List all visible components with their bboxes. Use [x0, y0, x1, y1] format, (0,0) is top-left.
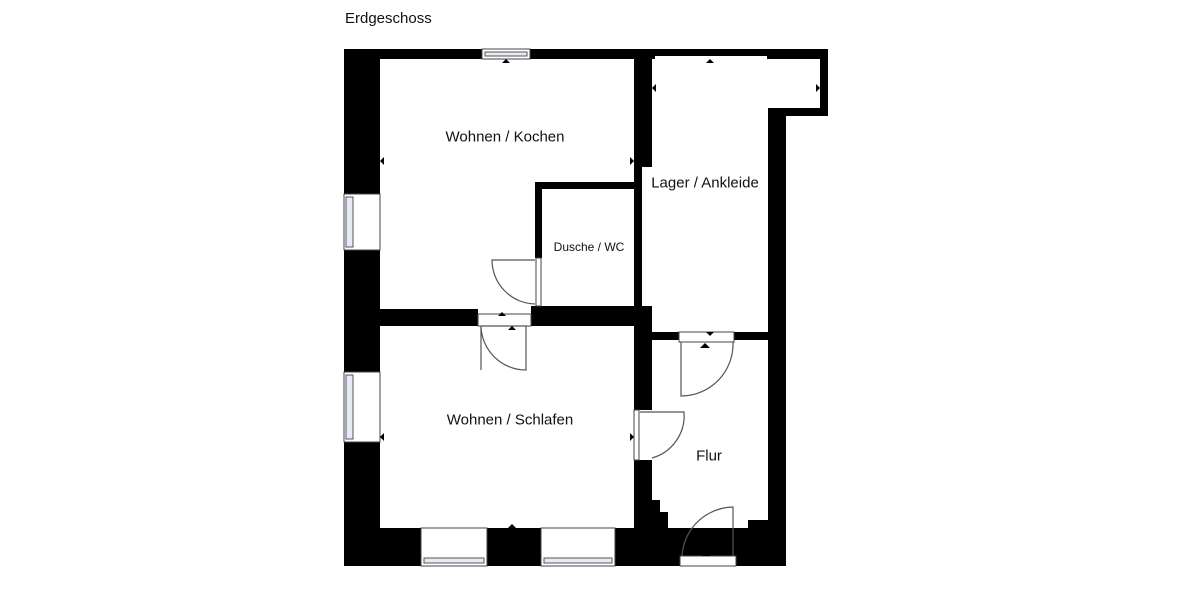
floor-title: Erdgeschoss: [345, 10, 432, 27]
walls: [344, 49, 828, 566]
doors: [477, 257, 735, 557]
room-label-lager-ankleide: Lager / Ankleide: [651, 174, 759, 192]
dimension-markers: [380, 59, 820, 556]
room-label-wohnen-kochen: Wohnen / Kochen: [445, 128, 565, 146]
room-label-dusche-wc: Dusche / WC: [553, 240, 625, 254]
room-label-flur: Flur: [696, 447, 722, 465]
windows: [343, 48, 767, 567]
room-label-wohnen-schlafen: Wohnen / Schlafen: [446, 411, 574, 429]
